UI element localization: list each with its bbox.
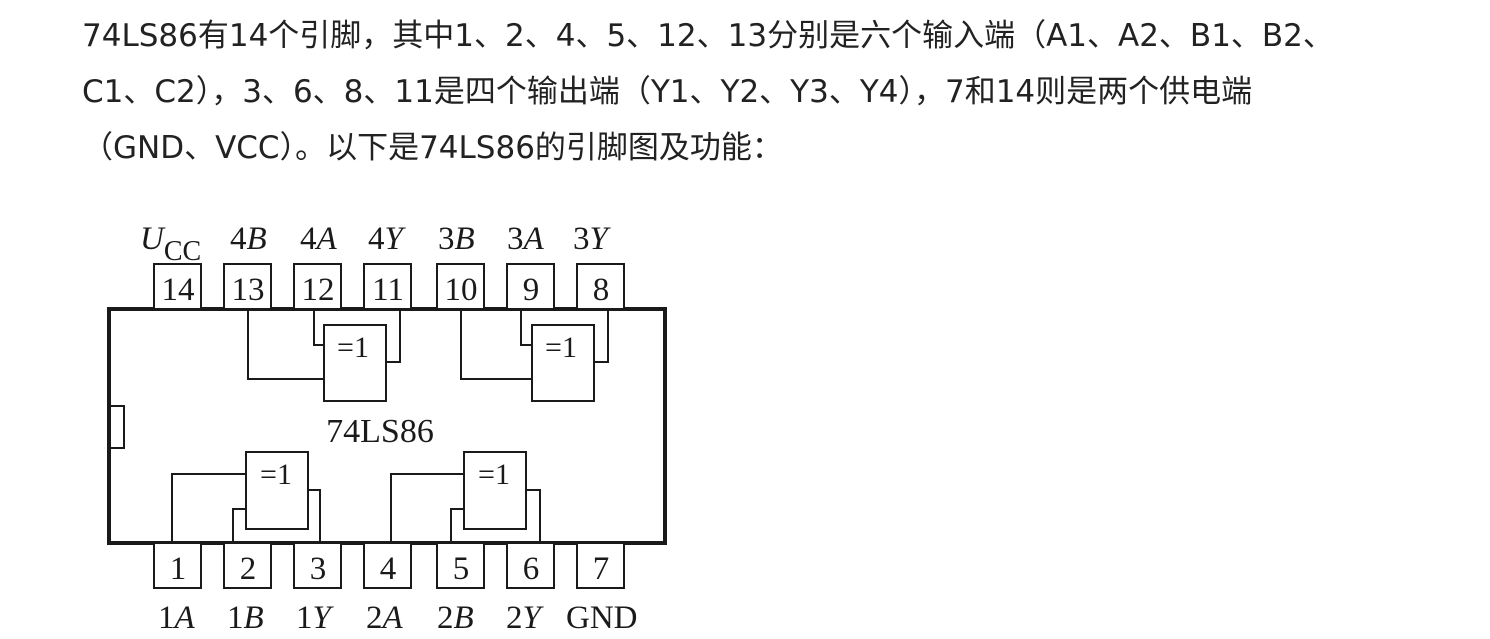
gate-4-symbol: =1 xyxy=(337,331,369,364)
pin-number-3: 3 xyxy=(310,551,327,587)
pin-box-8 xyxy=(576,263,625,310)
intro-paragraph: 74LS86有14个引脚，其中1、2、4、5、12、13分别是六个输入端（A1、… xyxy=(82,8,1482,176)
pin-box-14 xyxy=(153,263,202,310)
pin-label-1a: 1A xyxy=(158,600,196,636)
bottom-pins: 1 2 3 4 5 6 7 xyxy=(153,542,625,589)
pin-label-4y: 4Y xyxy=(368,221,407,257)
intro-line-1: 74LS86有14个引脚，其中1、2、4、5、12、13分别是六个输入端（A1、… xyxy=(82,18,1334,54)
pin-box-1 xyxy=(153,542,202,589)
gate-1-wire-in-1 xyxy=(171,473,246,543)
pin-label-3b: 3B xyxy=(438,221,475,257)
pin-box-10 xyxy=(436,263,485,310)
pin-label-2a: 2A xyxy=(366,600,404,636)
pin-label-1y: 1Y xyxy=(296,600,335,636)
gate-3-symbol: =1 xyxy=(545,331,577,364)
pin-number-13: 13 xyxy=(232,272,265,308)
pin-label-3y: 3Y xyxy=(573,221,612,257)
gate-2-box xyxy=(463,451,527,530)
chip-notch xyxy=(108,405,125,449)
pin-number-5: 5 xyxy=(453,551,470,587)
intro-line-2: C1、C2），3、6、8、11是四个输出端（Y1、Y2、Y3、Y4），7和14则… xyxy=(82,74,1253,110)
bottom-pin-labels: 1A 1B 1Y 2A 2B 2Y GND xyxy=(158,600,638,636)
pin-box-3 xyxy=(293,542,342,589)
pin-box-5 xyxy=(436,542,485,589)
gate-2-wire-in-4 xyxy=(390,473,464,543)
intro-line-3: （GND、VCC）。以下是74LS86的引脚图及功能： xyxy=(82,130,783,166)
chip-name: 74LS86 xyxy=(326,413,434,450)
pin-label-2y: 2Y xyxy=(506,600,545,636)
xor-gate-1: =1 xyxy=(171,451,321,543)
gate-1-box xyxy=(245,451,309,530)
gate-4-wire-in-13 xyxy=(247,309,324,380)
gate-2-symbol: =1 xyxy=(478,458,510,491)
pin-box-4 xyxy=(363,542,412,589)
pin-label-1b: 1B xyxy=(227,600,264,636)
pin-label-3a: 3A xyxy=(507,221,545,257)
pin-label-4a: 4A xyxy=(300,221,338,257)
gate-2-wire-out-6 xyxy=(526,489,541,543)
xor-gate-4: =1 xyxy=(247,309,401,402)
pin-number-10: 10 xyxy=(445,272,478,308)
pin-number-11: 11 xyxy=(372,272,404,308)
gate-4-wire-in-12 xyxy=(313,309,324,346)
gate-4-wire-out-11 xyxy=(386,309,401,363)
gate-4-box xyxy=(323,324,387,402)
pin-box-12 xyxy=(293,263,342,310)
pin-label-vcc: UCC xyxy=(140,221,201,267)
pin-number-1: 1 xyxy=(170,551,187,587)
pin-number-4: 4 xyxy=(380,551,397,587)
xor-gate-2: =1 xyxy=(390,451,541,543)
pin-box-6 xyxy=(506,542,555,589)
pin-label-gnd: GND xyxy=(566,600,638,636)
pin-number-9: 9 xyxy=(523,272,540,308)
top-pin-labels: UCC 4B 4A 4Y 3B 3A 3Y xyxy=(140,221,612,267)
gate-3-box xyxy=(531,324,595,402)
pin-number-7: 7 xyxy=(593,551,610,587)
gate-1-wire-in-2 xyxy=(232,508,246,543)
gate-2-wire-in-5 xyxy=(450,508,464,543)
pin-number-12: 12 xyxy=(302,272,335,308)
gate-3-wire-in-9 xyxy=(520,309,532,346)
gate-3-wire-out-8 xyxy=(594,309,609,363)
top-pins: 14 13 12 11 10 9 8 xyxy=(153,263,625,310)
pin-box-2 xyxy=(223,542,272,589)
gate-1-symbol: =1 xyxy=(260,458,292,491)
pin-number-8: 8 xyxy=(593,272,610,308)
pin-box-11 xyxy=(363,263,412,310)
pin-number-14: 14 xyxy=(162,272,195,308)
pin-label-2b: 2B xyxy=(437,600,474,636)
pin-box-7 xyxy=(576,542,625,589)
gate-3-wire-in-10 xyxy=(460,309,532,380)
pin-number-2: 2 xyxy=(240,551,257,587)
gate-1-wire-out-3 xyxy=(308,489,321,543)
pin-box-9 xyxy=(506,263,555,310)
pin-number-6: 6 xyxy=(523,551,540,587)
pin-label-4b: 4B xyxy=(230,221,267,257)
xor-gate-3: =1 xyxy=(460,309,609,402)
